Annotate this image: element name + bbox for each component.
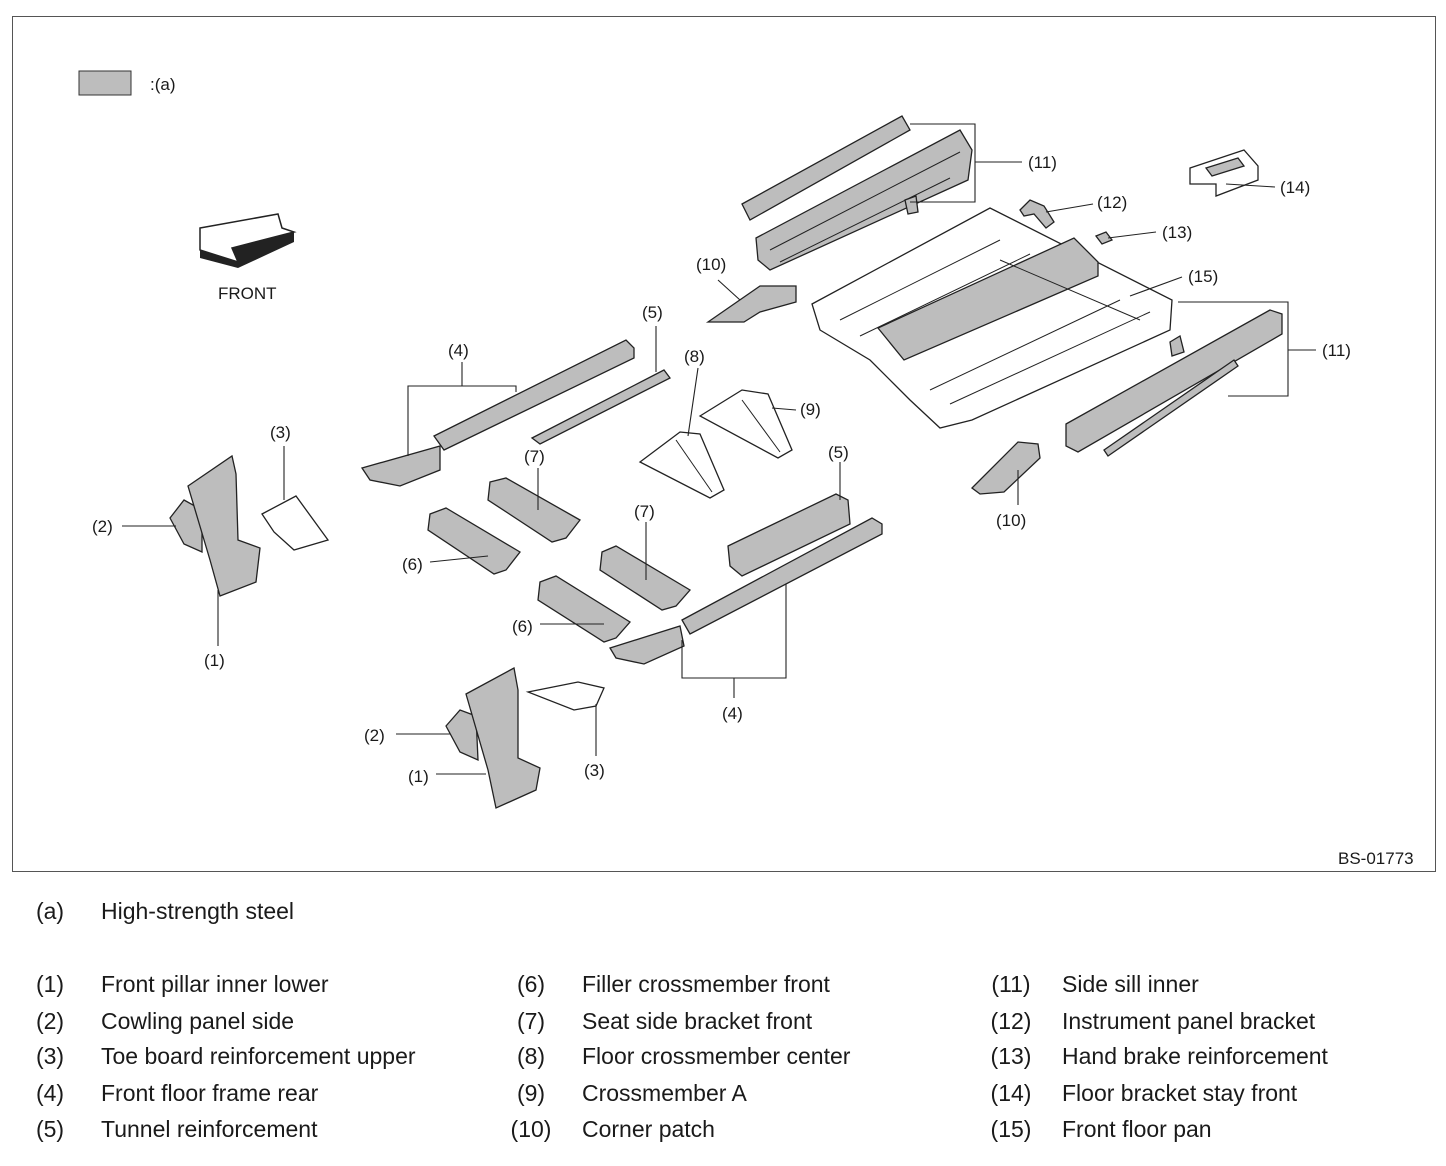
legend-num: (10) <box>510 1116 552 1142</box>
legend-name: Cowling panel side <box>101 1008 295 1034</box>
leader-4-top <box>407 362 517 456</box>
leader-13 <box>1107 231 1157 239</box>
part-seat-side-bracket-front-lower <box>599 545 692 611</box>
callout-4-top: (4) <box>448 341 469 360</box>
callout-10-top: (10) <box>696 255 726 274</box>
figure-code: BS-01773 <box>1338 849 1414 868</box>
callout-6-bottom: (6) <box>512 617 533 636</box>
legend-num: (6) <box>516 971 546 997</box>
part-front-floor-pan <box>811 207 1173 429</box>
legend-num: (12) <box>990 1008 1032 1034</box>
diagram-frame <box>12 16 1436 872</box>
callout-10-bottom: (10) <box>996 511 1026 530</box>
legend-name: Floor bracket stay front <box>1062 1080 1298 1106</box>
part-instrument-panel-bracket <box>1019 199 1055 229</box>
legend-name: Side sill inner <box>1062 971 1199 997</box>
legend-name: Floor crossmember center <box>582 1043 851 1069</box>
callout-8: (8) <box>684 347 705 366</box>
leader-4-bottom <box>681 584 787 698</box>
leader-14 <box>1225 183 1276 188</box>
legend-num: (13) <box>990 1043 1032 1069</box>
callout-15: (15) <box>1188 267 1218 286</box>
part-front-pillar-inner-lower-lower <box>465 667 541 809</box>
callout-3-bottom: (3) <box>584 761 605 780</box>
callout-13: (13) <box>1162 223 1192 242</box>
legend-num: (5) <box>35 1116 65 1142</box>
leader-12 <box>1045 203 1094 213</box>
front-label: FRONT <box>218 284 277 303</box>
part-tunnel-reinforcement-upper <box>530 369 671 445</box>
legend-num: (11) <box>991 971 1031 997</box>
legend-name: Tunnel reinforcement <box>101 1116 318 1142</box>
callout-11-bottom: (11) <box>1322 341 1351 360</box>
legend-swatch <box>78 70 132 96</box>
legend-num: (14) <box>990 1080 1032 1106</box>
legend-name: Filler crossmember front <box>582 971 830 997</box>
parts-legend: (a) High-strength steel (1) Front pillar… <box>0 880 1446 1166</box>
part-floor-bracket-stay-front <box>1189 149 1259 197</box>
leader-15 <box>1129 276 1183 297</box>
part-cowling-panel-side-lower <box>445 709 479 762</box>
leader-11-top <box>910 123 1022 203</box>
legend-num: (15) <box>990 1116 1032 1142</box>
part-floor-crossmember-center <box>638 431 725 499</box>
legend-num: (1) <box>35 971 65 997</box>
legend-num: (7) <box>516 1008 546 1034</box>
callout-2-top: (2) <box>92 517 113 536</box>
legend-name: Front floor pan <box>1062 1116 1212 1142</box>
legend-name: Crossmember A <box>582 1080 747 1106</box>
part-front-floor-frame-rear-lower <box>609 517 883 665</box>
legend-num: (8) <box>516 1043 546 1069</box>
callout-9: (9) <box>800 400 821 419</box>
callout-2-bottom: (2) <box>364 726 385 745</box>
callout-12: (12) <box>1097 193 1127 212</box>
legend-name: High-strength steel <box>101 898 295 924</box>
part-toe-board-reinforcement-upper <box>261 495 330 551</box>
part-corner-patch-upper <box>705 285 797 323</box>
legend-num: (4) <box>35 1080 65 1106</box>
part-filler-crossmember-front-lower <box>537 575 631 643</box>
part-filler-crossmember-front-upper <box>427 507 521 575</box>
part-side-sill-inner-bottom <box>1065 309 1283 457</box>
leader-6-top <box>429 555 489 563</box>
legend-name: Front pillar inner lower <box>101 971 329 997</box>
callout-5-top: (5) <box>642 303 663 322</box>
part-corner-patch-lower <box>971 441 1041 495</box>
callout-14: (14) <box>1280 178 1310 197</box>
part-front-pillar-inner-lower-upper <box>187 454 261 597</box>
part-crossmember-a <box>698 389 793 459</box>
leader-9 <box>771 407 797 411</box>
leader-10-top <box>717 279 741 301</box>
front-arrow-icon <box>199 213 297 268</box>
legend-name: Front floor frame rear <box>101 1080 319 1106</box>
callout-3-top: (3) <box>270 423 291 442</box>
callout-1-bottom: (1) <box>408 767 429 786</box>
legend-name: Toe board reinforcement upper <box>101 1043 416 1069</box>
legend-name: Seat side bracket front <box>582 1008 813 1034</box>
leader-8 <box>687 367 699 437</box>
part-hand-brake-reinforcement <box>1094 231 1114 245</box>
legend-swatch-label: :(a) <box>150 75 176 94</box>
legend-name: Corner patch <box>582 1116 715 1142</box>
callout-6-top: (6) <box>402 555 423 574</box>
part-side-sill-inner-top <box>741 115 973 271</box>
legend-num: (3) <box>35 1043 65 1069</box>
part-front-floor-frame-rear-upper <box>360 339 635 487</box>
part-seat-side-bracket-front-upper <box>487 477 581 543</box>
legend-num: (9) <box>516 1080 546 1106</box>
part-tunnel-reinforcement-lower <box>727 493 851 577</box>
legend-num: (a) <box>35 898 65 924</box>
part-toe-board-reinforcement-lower <box>525 681 605 711</box>
callout-11-top: (11) <box>1028 153 1057 172</box>
callout-7-bottom: (7) <box>634 502 655 521</box>
callout-1-top: (1) <box>204 651 225 670</box>
legend-name: Hand brake reinforcement <box>1062 1043 1328 1069</box>
callout-5-bottom: (5) <box>828 443 849 462</box>
legend-num: (2) <box>35 1008 65 1034</box>
legend-name: Instrument panel bracket <box>1062 1008 1316 1034</box>
callout-4-bottom: (4) <box>722 704 743 723</box>
callout-7-top: (7) <box>524 447 545 466</box>
leader-11-bottom <box>1178 301 1316 397</box>
